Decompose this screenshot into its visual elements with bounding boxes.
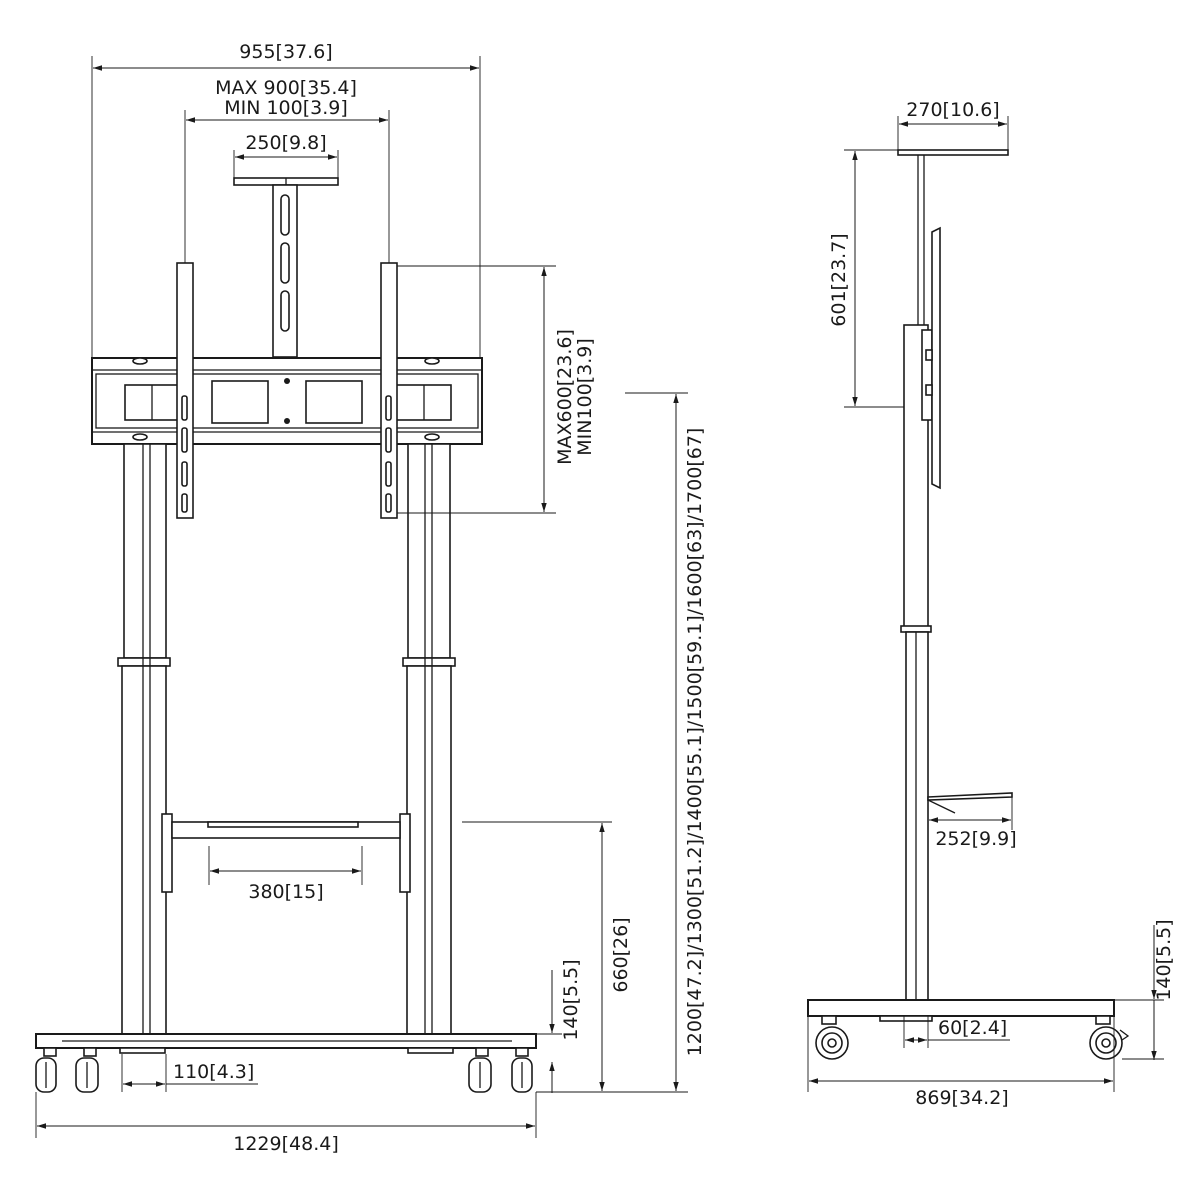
overall-width-top-label: 955[37.6] bbox=[239, 41, 332, 63]
side-view: 270[10.6] 601[23.7] 252[9.9] 140[5.5] bbox=[807, 99, 1175, 1109]
vesa-arms bbox=[176, 262, 398, 519]
camera-shelf bbox=[233, 177, 339, 358]
dim-vesa-vertical: MAX600[23.6] MIN100[3.9] bbox=[397, 265, 596, 514]
side-shelf-depth-label: 252[9.9] bbox=[935, 828, 1016, 850]
dim-base-width: 1229[48.4] bbox=[35, 1092, 537, 1155]
av-shelf-height-label: 660[26] bbox=[610, 917, 632, 992]
side-mount-bracket bbox=[921, 226, 941, 490]
top-shelf-depth-label: 270[10.6] bbox=[906, 99, 999, 121]
dim-vesa-horizontal: MAX 900[35.4] MIN 100[3.9] bbox=[184, 77, 390, 263]
base-depth-label: 869[34.2] bbox=[915, 1087, 1008, 1109]
dim-base-depth: 869[34.2] bbox=[807, 1016, 1115, 1109]
column-offset-label: 60[2.4] bbox=[938, 1017, 1007, 1039]
dim-av-shelf-width: 380[15] bbox=[208, 846, 363, 903]
front-view: 955[37.6] MAX 900[35.4] MIN 100[3.9] 250… bbox=[35, 41, 706, 1155]
base-width-label: 1229[48.4] bbox=[233, 1133, 338, 1155]
dim-side-shelf-depth: 252[9.9] bbox=[927, 797, 1017, 850]
vesa-horizontal-min-label: MIN 100[3.9] bbox=[224, 97, 348, 119]
base-height-front-label: 140[5.5] bbox=[560, 959, 582, 1040]
dim-top-shelf-depth: 270[10.6] bbox=[897, 99, 1009, 150]
vesa-vertical-min-label: MIN100[3.9] bbox=[574, 338, 596, 456]
av-shelf bbox=[161, 813, 411, 893]
dim-caster-offset: 110[4.3] bbox=[121, 1054, 258, 1092]
camera-shelf-width-label: 250[9.8] bbox=[245, 132, 326, 154]
dim-camera-shelf-width: 250[9.8] bbox=[233, 132, 339, 178]
columns bbox=[117, 443, 456, 1035]
side-av-shelf bbox=[927, 792, 1013, 814]
height-options-label: 1200[47.2]/1300[51.2]/1400[55.1]/1500[59… bbox=[684, 428, 706, 1057]
side-top-shelf bbox=[897, 149, 1009, 325]
dim-base-height-side: 140[5.5] bbox=[1114, 919, 1175, 1060]
vesa-vertical-max-label: MAX600[23.6] bbox=[554, 329, 576, 465]
dim-overall-width-top: 955[37.6] bbox=[91, 41, 481, 358]
av-shelf-width-label: 380[15] bbox=[248, 881, 323, 903]
base-height-side-label: 140[5.5] bbox=[1153, 919, 1175, 1000]
dim-base-height-front: 140[5.5] bbox=[536, 959, 582, 1093]
mount-crossbar bbox=[91, 357, 483, 445]
top-shelf-height-label: 601[23.7] bbox=[828, 233, 850, 326]
dim-column-offset: 60[2.4] bbox=[903, 1016, 1010, 1048]
side-column bbox=[900, 324, 932, 1001]
caster-offset-label: 110[4.3] bbox=[173, 1061, 254, 1083]
dim-height-options: 1200[47.2]/1300[51.2]/1400[55.1]/1500[59… bbox=[536, 392, 706, 1093]
vesa-horizontal-max-label: MAX 900[35.4] bbox=[215, 77, 357, 99]
base bbox=[35, 1033, 537, 1093]
dim-top-shelf-height: 601[23.7] bbox=[828, 149, 904, 408]
dim-av-shelf-height: 660[26] bbox=[462, 821, 632, 1091]
side-base bbox=[807, 999, 1130, 1060]
